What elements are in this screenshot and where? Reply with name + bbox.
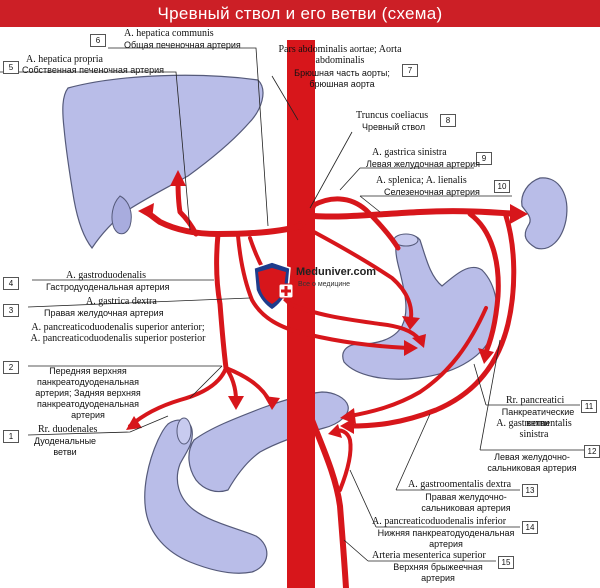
leader-15 — [343, 539, 496, 562]
label-7-russian: Брюшная часть аорты; брюшная аорта — [294, 68, 390, 89]
label-3-russian: Правая желудочная артерия — [44, 308, 164, 318]
label-5-number: 5 — [3, 61, 19, 74]
label-2-russian: Передняя верхняя панкреатодуоденальная а… — [35, 366, 141, 420]
leader-6 — [108, 47, 269, 227]
label-9-latin: A. gastrica sinistra — [372, 147, 447, 158]
gastroomental-sinistra — [347, 213, 517, 429]
label-14-number: 14 — [522, 521, 538, 534]
leader-11 — [473, 363, 580, 406]
label-2-latin: A. pancreaticoduodenalis superior anteri… — [30, 322, 206, 344]
label-6-latin: A. hepatica communis — [124, 28, 214, 39]
label-11-number: 11 — [581, 400, 597, 413]
label-3-latin: A. gastrica dextra — [86, 296, 157, 307]
arrow-duodenal — [228, 396, 244, 410]
label-10-russian: Селезеночная артерия — [384, 187, 480, 197]
leader-12 — [479, 339, 584, 451]
spleen — [521, 177, 568, 250]
label-10-latin: A. splenica; A. lienalis — [376, 175, 467, 186]
leader-3 — [27, 297, 251, 308]
watermark-name: Meduniver.com — [296, 266, 377, 278]
label-9-number: 9 — [476, 152, 492, 165]
arrow-left-gastric-lower — [402, 316, 420, 330]
label-7-number: 7 — [402, 64, 418, 77]
duodenum — [144, 419, 268, 574]
gastroduodenal-artery — [214, 231, 229, 371]
leader-5 — [0, 71, 191, 231]
watermark-tagline: Все о медицине — [298, 281, 351, 288]
label-13-russian: Правая желудочно-сальниковая артерия — [421, 492, 511, 513]
label-5-latin: A. hepatica propria — [26, 54, 103, 65]
label-11-russian: Панкреатические ветви — [501, 407, 575, 428]
left-gastric-artery — [309, 196, 401, 251]
label-4-number: 4 — [3, 277, 19, 290]
leader-14 — [349, 469, 520, 528]
label-1-number: 1 — [3, 430, 19, 443]
arrow-gastroomental-dextra — [264, 396, 280, 410]
common-hepatic-artery — [143, 209, 303, 237]
label-3-number: 3 — [3, 304, 19, 317]
leader-1 — [27, 415, 169, 436]
label-11-latin: Rr. pancreatici — [506, 395, 565, 406]
watermark-logo-icon — [253, 261, 294, 311]
arrow-gastroomental-sinistra — [340, 418, 354, 434]
liver — [62, 74, 264, 250]
arrow-hepatic-up — [170, 170, 186, 186]
arrow-sup-pancreaticoduodenal — [126, 416, 142, 430]
label-1-russian: Дуоденальные ветви — [33, 436, 97, 457]
left-gastric-lower — [312, 230, 414, 326]
leader-9 — [339, 167, 474, 191]
arrow-splenic-loop — [478, 348, 494, 364]
label-8-latin: Truncus coeliacus — [356, 110, 429, 121]
aorta — [287, 40, 315, 588]
label-8-russian: Чревный ствол — [362, 122, 426, 132]
label-6-russian: Общая печеночная артерия — [124, 40, 241, 50]
leader-13 — [395, 413, 520, 491]
leader-7 — [271, 75, 299, 121]
leader-10 — [359, 195, 512, 213]
label-15-number: 15 — [498, 556, 514, 569]
label-1-latin: Rr. duodenales — [38, 424, 98, 435]
label-14-russian: Нижняя панкреатодуоденальная артерия — [377, 528, 515, 549]
label-13-latin: A. gastroomentalis dextra — [408, 479, 512, 490]
label-5-russian: Собственная печеночная артерия — [22, 65, 165, 75]
diagram-title: Чревный ствол и его ветви (схема) — [0, 0, 600, 27]
sup-mesenteric-artery — [309, 417, 349, 588]
arrow-splenic — [510, 204, 528, 224]
label-15-latin: Arteria mesenterica superior — [372, 550, 486, 561]
label-14-latin: A. pancreaticoduodenalis inferior — [372, 516, 507, 527]
label-13-number: 13 — [522, 484, 538, 497]
label-4-russian: Гастродуоденальная артерия — [46, 282, 170, 292]
stomach — [342, 234, 498, 380]
arrow-inf-pancreaticoduodenal — [328, 424, 342, 438]
label-6-number: 6 — [90, 34, 106, 47]
label-12-latin: A. gastroomentalis sinistra — [496, 418, 572, 440]
gallbladder — [111, 195, 132, 235]
label-12-russian: Левая желудочно-сальниковая артерия — [487, 452, 577, 473]
label-12-number: 12 — [584, 445, 600, 458]
right-gastric-artery — [236, 234, 410, 350]
splenic-artery — [311, 208, 521, 220]
splenic-lower-loop — [467, 211, 501, 359]
proper-hepatic-artery — [175, 177, 199, 237]
arrow-right-gastric — [404, 340, 418, 356]
leader-2 — [28, 365, 223, 399]
arrow-right-gastric-branch — [412, 334, 426, 348]
label-9-russian: Левая желудочная артерия — [366, 159, 480, 169]
arrow-hepatic-left — [138, 203, 154, 219]
sup-pancreaticoduodenal — [128, 366, 228, 428]
label-10-number: 10 — [494, 180, 510, 193]
leader-8 — [309, 131, 353, 209]
duodenum-opening — [176, 417, 192, 445]
label-8-number: 8 — [440, 114, 456, 127]
label-2-number: 2 — [3, 361, 19, 374]
pancreas — [188, 391, 349, 493]
pancreatic-branches — [348, 306, 488, 418]
label-15-russian: Верхняя брыжеечная артерия — [393, 562, 483, 583]
label-4-latin: A. gastroduodenalis — [66, 270, 146, 281]
label-7-latin: Pars abdominalis aortae; Aorta abdominal… — [278, 44, 402, 66]
